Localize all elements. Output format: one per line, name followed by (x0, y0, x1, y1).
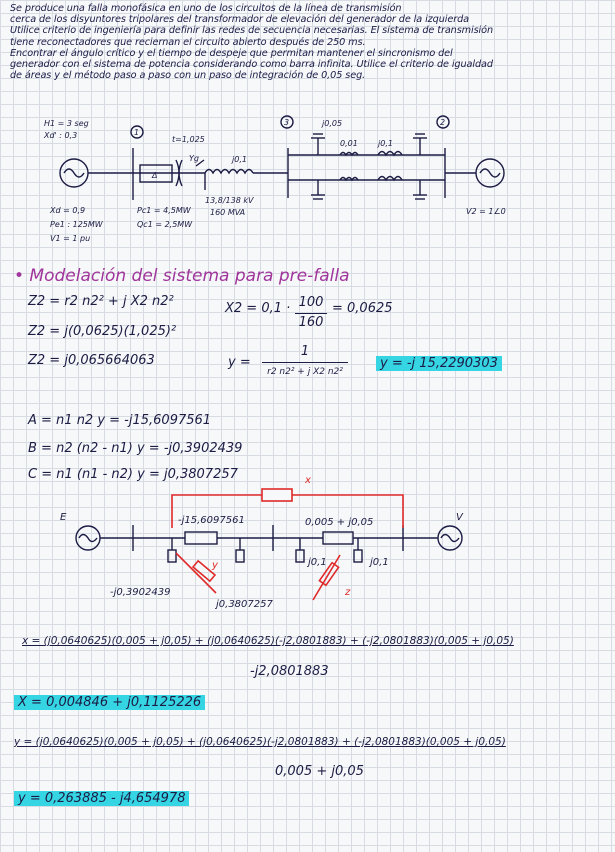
y-result-highlight: y = -j 15,2290303 (376, 356, 502, 371)
load-label: Pc1 = 4,5MW (137, 206, 192, 215)
wye-label: Yg (189, 154, 199, 163)
x2-numerator: 100 (298, 295, 324, 310)
r-label: 0,01 (340, 139, 358, 148)
y-fraction-bar (262, 362, 348, 363)
problem-line: cerca de los disyuntores tripolares del … (10, 14, 469, 26)
delta-symbol: Δ (151, 171, 157, 180)
y-red-label: y (211, 560, 219, 571)
bus-2-label: 2 (440, 118, 445, 127)
a-eq: A = n1 n2 y = -j15,6097561 (28, 413, 212, 428)
y-eq-lhs: y = (228, 355, 251, 370)
trafo-label: 160 MVA (210, 208, 245, 217)
gen-param: Xd' : 0,3 (43, 131, 77, 140)
load-label: Qc1 = 2,5MW (137, 220, 193, 229)
series-label: -j15,6097561 (178, 515, 245, 526)
bus-1-label: 1 (134, 128, 139, 137)
problem-line: Encontrar el ángulo crítico y el tiempo … (10, 47, 453, 59)
v2-label: V2 = 1∠0 (466, 207, 506, 216)
gen-param: H1 = 3 seg (44, 119, 89, 128)
x-red-label: x (304, 475, 311, 486)
z2-eq-b: Z2 = j(0,0625)(1,025)² (28, 324, 177, 339)
y-denominator-long: 0,005 + j0,05 (275, 764, 364, 779)
x2-result: = 0,0625 (332, 301, 393, 316)
c-eq: C = n1 (n1 - n2) y = j0,3807257 (28, 467, 238, 482)
x2-fraction-bar (295, 313, 327, 314)
x2-denominator: 160 (298, 315, 324, 330)
gen-param: Pe1 : 125MW (50, 220, 104, 229)
x-label: j0,1 (377, 139, 393, 148)
z2-eq-c: Z2 = j0,065664063 (28, 353, 155, 368)
problem-line: de áreas y el método paso a paso con un … (10, 70, 366, 82)
problem-line: tiene reconectadores que reciernan el ci… (10, 36, 366, 48)
y-numerator-long: y = (j0,0640625)(0,005 + j0,05) + (j0,06… (14, 736, 506, 748)
gen-param: Xd = 0,9 (49, 206, 85, 215)
x-result-highlight: X = 0,004846 + j0,1125226 (14, 695, 206, 710)
line-label: 0,005 + j0,05 (305, 517, 373, 528)
y-result-final-highlight: y = 0,263885 - j4,654978 (14, 791, 190, 806)
equivalent-circuit: E V -j15,6097561 0,005 + j0,05 -j0,39024… (60, 475, 464, 610)
z2-eq-a: Z2 = r2 n2² + j X2 n2² (28, 294, 174, 309)
one-line-diagram: H1 = 3 seg Xd' : 0,3 Xd = 0,9 Pe1 : 125M… (43, 115, 506, 243)
xt-label: j0,1 (231, 155, 247, 164)
shunt-a-label: j0,1 (306, 557, 327, 568)
x2-eq-lhs: X2 = 0,1 · (225, 301, 291, 316)
y-numerator: 1 (300, 344, 310, 359)
shunt-mid-label: j0,3807257 (214, 599, 273, 610)
trafo-label: 13,8/138 kV (205, 196, 254, 205)
gen-param: V1 = 1 pu (50, 234, 90, 243)
x-numerator: x = (j0,0640625)(0,005 + j0,05) + (j0,06… (22, 635, 514, 647)
problem-line: Se produce una falla monofásica en uno d… (10, 3, 402, 14)
problem-line: Utilice criterio de ingeniería para defi… (10, 25, 494, 37)
e-label: E (60, 512, 67, 523)
y-result-final: y = 0,263885 - j4,654978 (14, 791, 190, 806)
v-label: V (456, 512, 464, 523)
section-title: • Modelación del sistema para pre-falla (14, 266, 350, 286)
y-denominator: r2 n2² + j X2 n2² (267, 367, 343, 377)
b-eq: B = n2 (n2 - n1) y = -j0,3902439 (28, 441, 243, 456)
tap-label: t=1,025 (172, 135, 205, 144)
problem-line: generador con el sistema de potencia con… (10, 59, 493, 71)
y-result: y = -j 15,2290303 (376, 356, 502, 371)
cap-label: j0,05 (321, 119, 342, 128)
bus-3-label: 3 (284, 118, 289, 127)
shunt-left-label: -j0,3902439 (110, 587, 170, 598)
z-red-label: z (344, 587, 351, 598)
shunt-b-label: j0,1 (368, 557, 389, 568)
problem-statement: Se produce una falla monofásica en uno d… (10, 3, 610, 81)
x-result: X = 0,004846 + j0,1125226 (14, 695, 206, 710)
x-denominator: -j2,0801883 (250, 664, 329, 679)
